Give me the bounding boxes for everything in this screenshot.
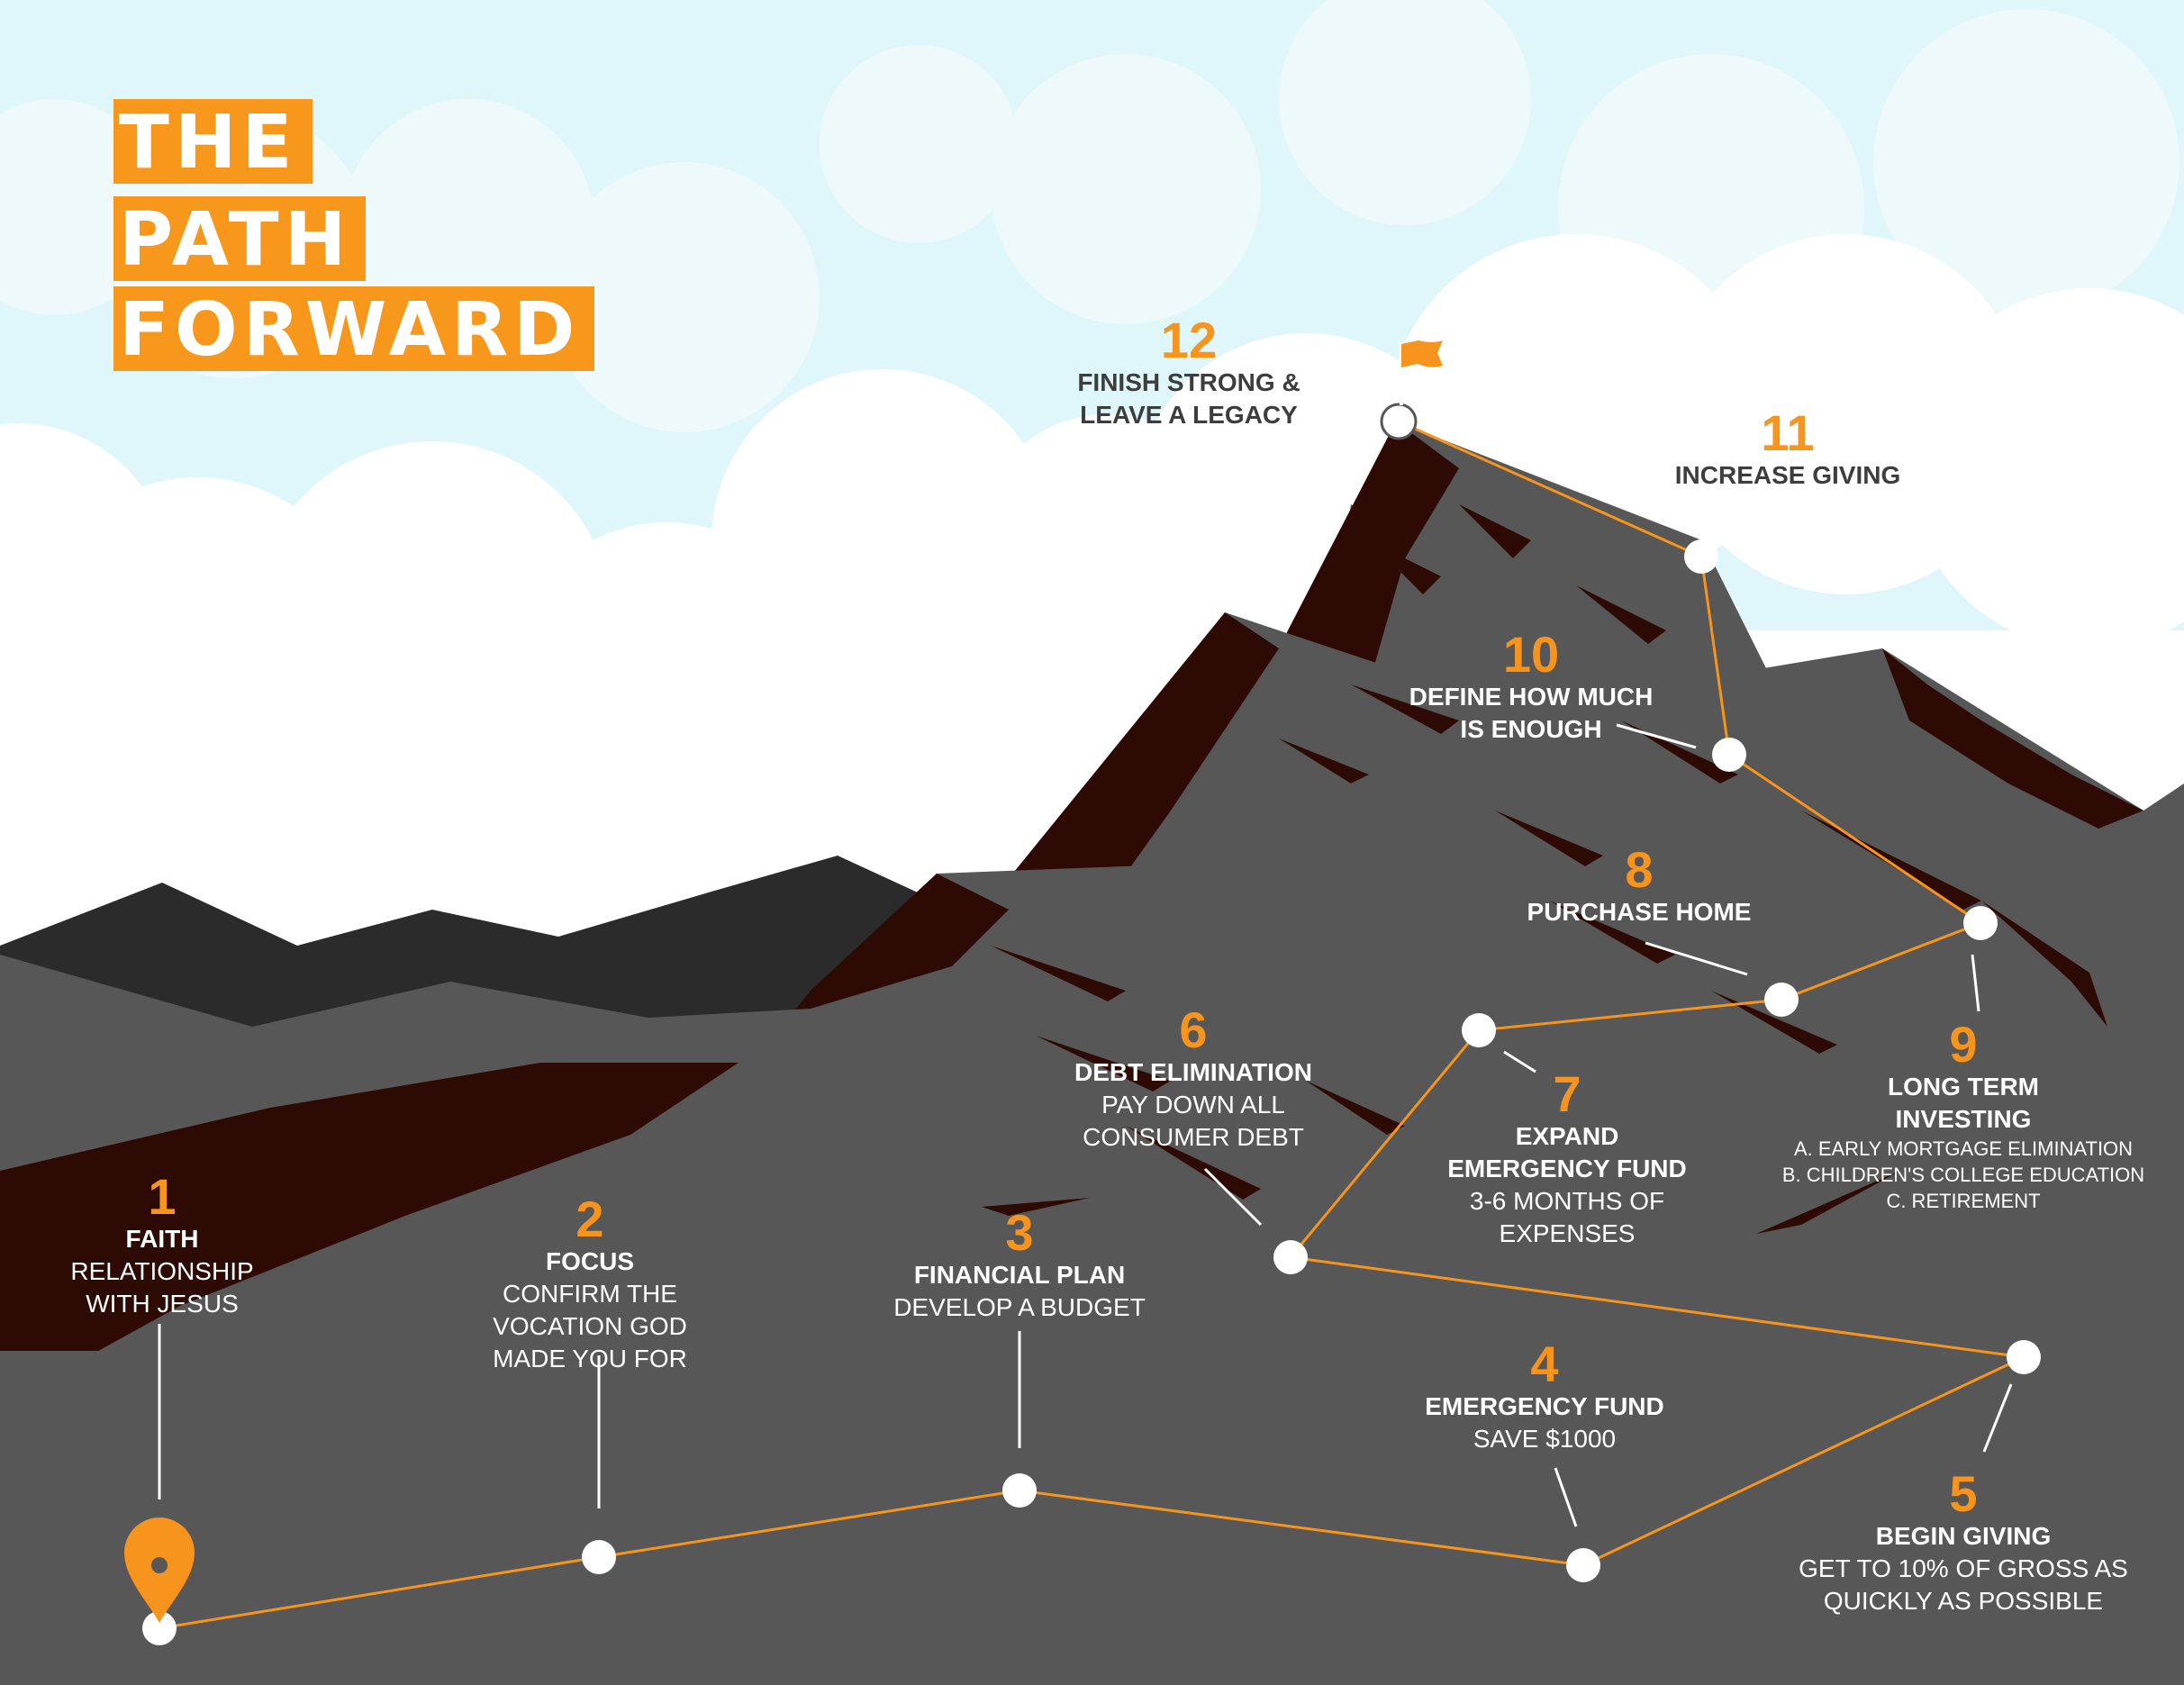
step-5-desc-line: QUICKLY AS POSSIBLE	[1823, 1587, 2104, 1615]
step-10-label: 10 DEFINE HOW MUCH IS ENOUGH	[1369, 629, 1693, 746]
node-6	[1273, 1240, 1308, 1274]
title-line-3: FORWARD	[113, 286, 595, 371]
step-6-desc-line: PAY DOWN ALL	[1101, 1091, 1285, 1119]
node-8	[1764, 983, 1799, 1017]
step-2-label: 2 FOCUS CONFIRM THE VOCATION GOD MADE YO…	[455, 1193, 725, 1375]
step-9-label: 9 LONG TERM INVESTING A. EARLY MORTGAGE …	[1747, 1019, 2179, 1214]
step-10-title-line: IS ENOUGH	[1460, 715, 1602, 743]
step-2-number: 2	[575, 1191, 604, 1247]
step-9-sub-item: A. EARLY MORTGAGE ELIMINATION	[1793, 1137, 2134, 1160]
node-5	[2007, 1340, 2041, 1374]
left-slope-shadow	[0, 1063, 739, 1405]
step-4-title: EMERGENCY FUND	[1425, 1392, 1664, 1420]
node-11	[1684, 539, 1718, 574]
path-line	[159, 420, 2029, 1630]
flag-icon	[1400, 340, 1443, 405]
step-5-label: 5 BEGIN GIVING GET TO 10% OF GROSS AS QU…	[1747, 1468, 2179, 1617]
foreground-base	[0, 1351, 2184, 1685]
step-7-title-line: EMERGENCY FUND	[1447, 1155, 1687, 1182]
step-1-desc-line: WITH JESUS	[86, 1290, 239, 1318]
step-5-number: 5	[1949, 1465, 1978, 1522]
node-12	[1380, 403, 1418, 440]
step-1-label: 1 FAITH RELATIONSHIP WITH JESUS	[36, 1171, 288, 1320]
node-7	[1462, 1013, 1496, 1047]
step-3-desc-line: DEVELOP A BUDGET	[893, 1293, 1146, 1321]
step-12-number: 12	[1160, 312, 1218, 368]
step-12-label: 12 FINISH STRONG & LEAVE A LEGACY	[1036, 314, 1342, 431]
step-5-title: BEGIN GIVING	[1875, 1522, 2052, 1550]
step-5-desc-line: GET TO 10% OF GROSS AS	[1799, 1554, 2128, 1582]
step-4-number: 4	[1530, 1336, 1559, 1392]
step-7-label: 7 EXPAND EMERGENCY FUND 3-6 MONTHS OF EX…	[1405, 1068, 1729, 1250]
step-8-number: 8	[1625, 841, 1654, 898]
node-1	[142, 1611, 177, 1645]
step-6-desc-line: CONSUMER DEBT	[1083, 1123, 1304, 1151]
step-11-title: INCREASE GIVING	[1674, 461, 1901, 489]
step-1-number: 1	[148, 1168, 177, 1225]
step-2-desc-line: CONFIRM THE	[503, 1280, 677, 1308]
step-6-title: DEBT ELIMINATION	[1074, 1058, 1312, 1086]
step-4-desc-line: SAVE $1000	[1473, 1425, 1617, 1453]
node-3	[1002, 1473, 1037, 1508]
step-3-label: 3 FINANCIAL PLAN DEVELOP A BUDGET	[857, 1207, 1182, 1324]
step-9-title-line: LONG TERM	[1888, 1073, 2039, 1101]
step-2-desc-line: MADE YOU FOR	[493, 1345, 687, 1372]
step-6-number: 6	[1179, 1001, 1208, 1058]
step-7-desc-line: EXPENSES	[1499, 1219, 1636, 1247]
step-8-title: PURCHASE HOME	[1527, 898, 1752, 926]
node-10	[1712, 738, 1746, 772]
right-ridge-shadow	[1882, 648, 2143, 829]
step-2-desc-line: VOCATION GOD	[493, 1312, 687, 1340]
step-1-title: FAITH	[125, 1225, 199, 1253]
step-12-title-line: LEAVE A LEGACY	[1080, 401, 1298, 429]
connector-lines	[158, 400, 2013, 1527]
step-4-label: 4 EMERGENCY FUND SAVE $1000	[1387, 1338, 1702, 1455]
step-11-label: 11 INCREASE GIVING	[1639, 407, 1936, 492]
title-line-1: THE	[113, 99, 313, 184]
step-2-title: FOCUS	[546, 1247, 634, 1275]
step-12-title-line: FINISH STRONG &	[1077, 368, 1300, 396]
step-3-number: 3	[1005, 1204, 1034, 1261]
path-nodes	[142, 403, 2041, 1645]
step-7-desc-line: 3-6 MONTHS OF	[1469, 1187, 1665, 1215]
title-line-2: PATH	[113, 196, 367, 281]
node-4	[1566, 1548, 1600, 1582]
node-2	[582, 1540, 616, 1574]
step-3-title: FINANCIAL PLAN	[913, 1261, 1126, 1289]
step-7-number: 7	[1553, 1065, 1581, 1122]
step-10-title-line: DEFINE HOW MUCH	[1409, 683, 1654, 711]
step-7-title-line: EXPAND	[1515, 1122, 1619, 1150]
map-pin-icon	[124, 1517, 195, 1623]
step-1-desc-line: RELATIONSHIP	[70, 1257, 254, 1285]
crevices	[982, 504, 2107, 1234]
step-9-sub-item: B. CHILDREN'S COLLEGE EDUCATION	[1781, 1164, 2145, 1186]
step-8-label: 8 PURCHASE HOME	[1477, 844, 1801, 929]
step-10-number: 10	[1502, 626, 1560, 683]
step-9-number: 9	[1949, 1016, 1978, 1073]
step-6-label: 6 DEBT ELIMINATION PAY DOWN ALL CONSUMER…	[1036, 1004, 1351, 1154]
step-9-sub-item: C. RETIREMENT	[1886, 1190, 2041, 1212]
step-9-title-line: INVESTING	[1895, 1105, 2032, 1133]
step-11-number: 11	[1761, 404, 1815, 461]
node-9	[1963, 906, 1998, 940]
